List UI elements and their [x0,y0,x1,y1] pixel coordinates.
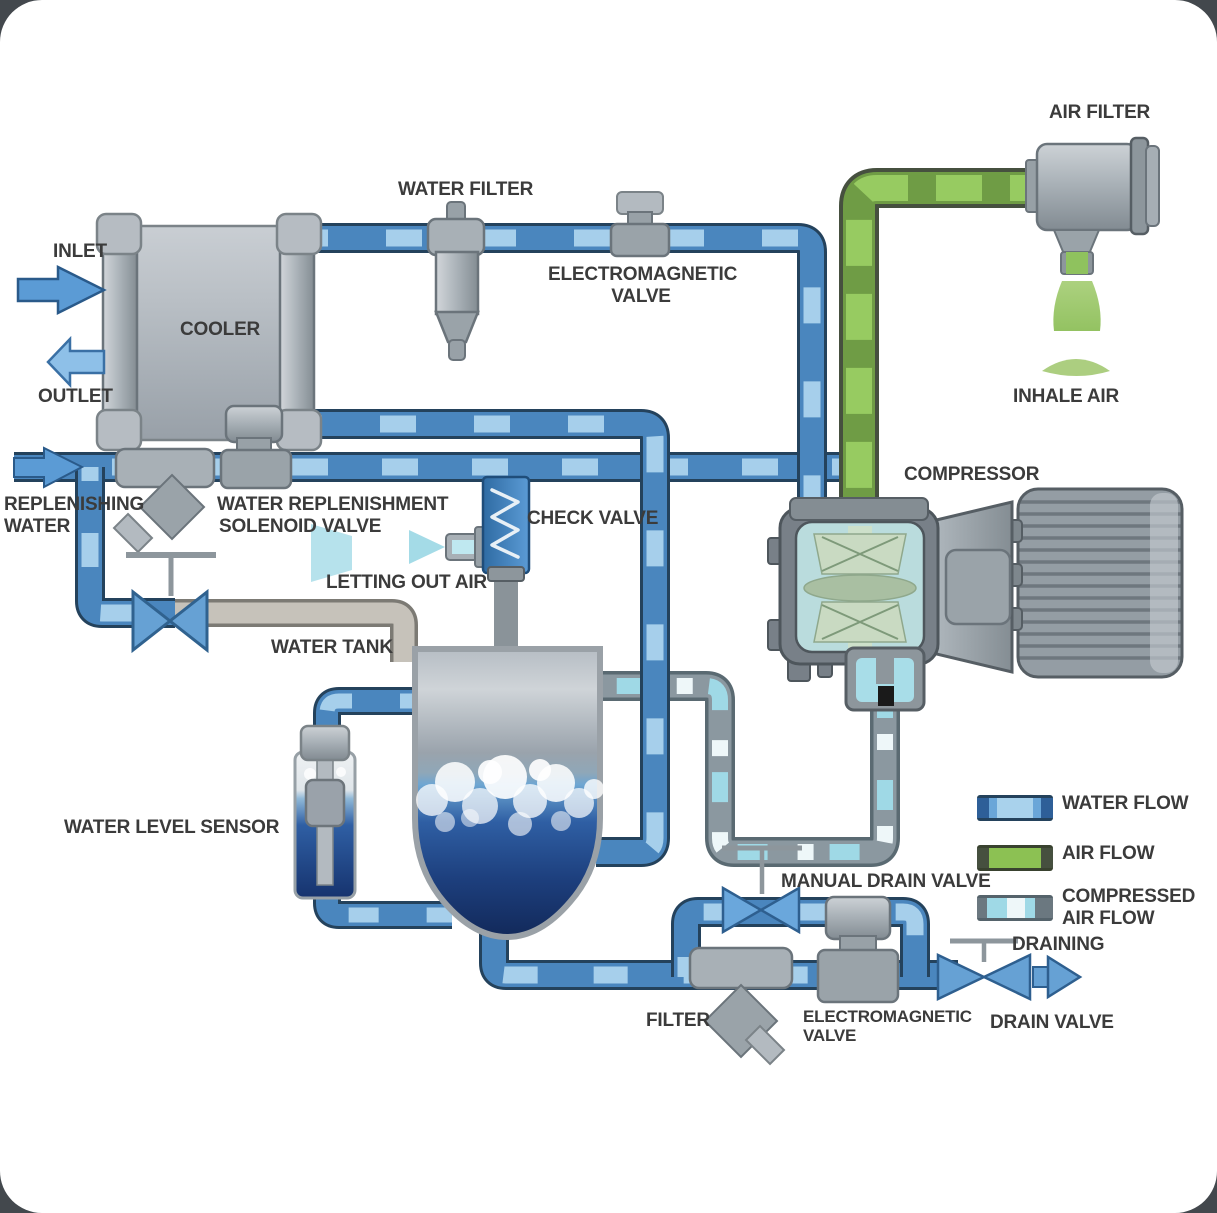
pipe-cooler-to-compressor [296,223,827,516]
water-tank-label: WATER TANK [271,637,393,658]
compressor-label: COMPRESSOR [904,464,1040,485]
air-filter-label: AIR FILTER [1049,102,1151,123]
water-replenishment-solenoid-valve [219,404,293,490]
water-tank [412,646,604,941]
bottom-filter [688,946,794,1066]
water-filter-label: WATER FILTER [398,179,534,200]
air-filter [1025,136,1160,376]
pipe-tank-feed-grey [168,599,418,662]
inlet-arrow-icon [16,264,107,316]
compressed-air-flow-swatch-icon [977,895,1053,921]
compressed-air-flow-label: COMPRESSED AIR FLOW [1062,886,1196,929]
water-flow-swatch-icon [977,795,1053,821]
air-flow-label: AIR FLOW [1062,843,1155,864]
outlet-label: OUTLET [38,386,113,407]
drain-valve [936,938,1083,1001]
pipe-sensor-loop [313,687,452,929]
electromagnetic-valve-top [609,191,671,258]
water-level-sensor [293,724,357,900]
compressor [767,487,1184,712]
compressor-rotor [803,526,917,648]
tank-feed-hand-valve [126,552,216,654]
water-filter [426,201,486,361]
manual-drain-valve [721,845,802,935]
tank-foam-bubbles [416,755,604,836]
pipe-replenish-branch [75,467,175,628]
compressor-discharge-block [844,646,926,712]
pipe-inhale-air [839,168,1044,520]
inhale-air-wedge-icon [1042,359,1110,376]
pipe-manual-bypass [671,897,930,977]
inhale-air-cone-icon [1053,281,1101,331]
electromagnetic-valve-bottom [816,895,900,1004]
letting-out-air-label: LETTING OUT AIR [326,572,487,593]
electromagnetic-valve-top-label: ELECTROMAGNETIC VALVE [548,264,738,307]
electromagnetic-valve-bottom-label: ELECTROMAGNETIC VALVE [803,1007,972,1045]
air-flow-swatch-icon [977,845,1053,871]
water-replenishment-solenoid-valve-label: WATER REPLENISHMENT SOLENOID VALVE [217,494,449,537]
draining-label: DRAINING [1012,934,1105,955]
pipe-cooler-to-tank [300,409,670,867]
manual-drain-valve-label: MANUAL DRAIN VALVE [781,871,991,892]
replenishing-water-label: REPLENISHING WATER [4,494,145,537]
water-flow-label: WATER FLOW [1062,793,1189,814]
letting-out-air-spray-icon [311,524,352,582]
pipe-bottom-drain [479,920,958,990]
cooler-label: COOLER [180,319,261,340]
outlet-arrow-icon [46,335,106,389]
water-level-sensor-label: WATER LEVEL SENSOR [64,817,280,838]
inhale-air-label: INHALE AIR [1013,386,1120,407]
replenishing-arrow-icon [13,446,85,489]
filter-label: FILTER [646,1010,710,1031]
drain-valve-label: DRAIN VALVE [990,1012,1114,1033]
check-valve [311,475,531,582]
pipe-compressed-air-to-tank [596,671,900,867]
inlet-label: INLET [53,241,107,262]
check-valve-label: CHECK VALVE [527,508,659,529]
